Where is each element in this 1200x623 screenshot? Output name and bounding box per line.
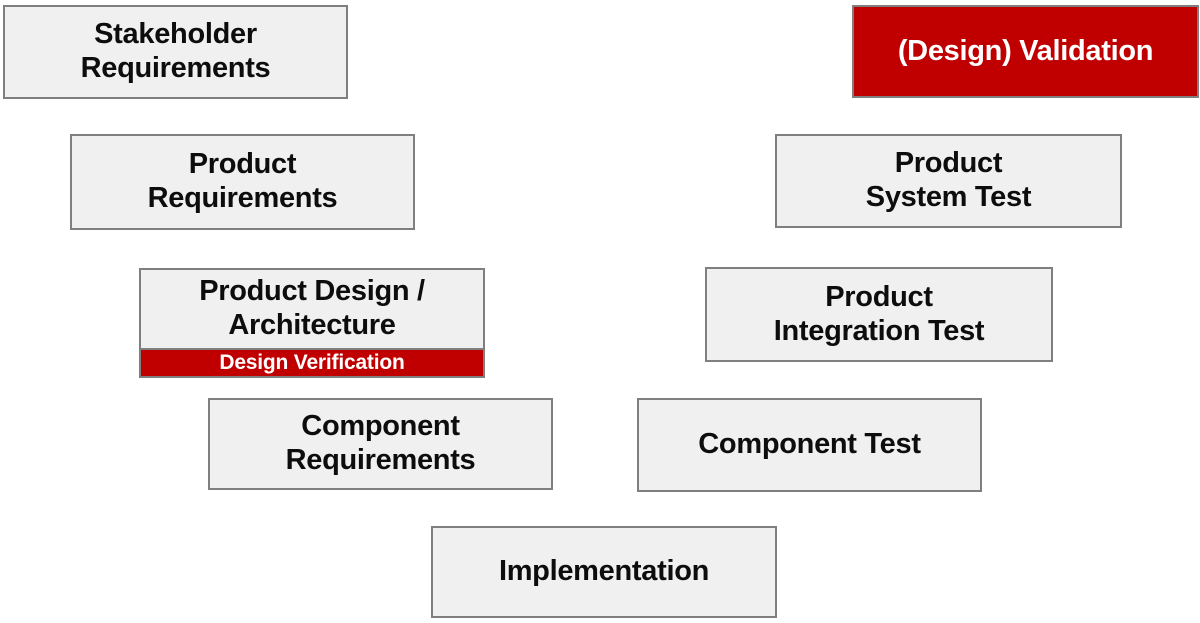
component-test-label: Component Test bbox=[698, 428, 921, 461]
box-component-test: Component Test bbox=[637, 398, 982, 492]
box-product-requirements: Product Requirements bbox=[70, 134, 415, 230]
design-verification-label: Design Verification bbox=[219, 351, 405, 374]
box-stakeholder-requirements: Stakeholder Requirements bbox=[3, 5, 348, 99]
product-system-test-label: Product System Test bbox=[865, 147, 1032, 213]
product-design-architecture-section: Product Design / Architecture bbox=[141, 270, 483, 348]
box-product-design-architecture: Product Design / Architecture Design Ver… bbox=[139, 268, 485, 378]
box-product-integration-test: Product Integration Test bbox=[705, 267, 1053, 362]
box-component-requirements: Component Requirements bbox=[208, 398, 553, 490]
box-design-validation: (Design) Validation bbox=[852, 5, 1199, 98]
product-design-architecture-label: Product Design / Architecture bbox=[199, 275, 425, 341]
stakeholder-requirements-label: Stakeholder Requirements bbox=[80, 18, 271, 84]
design-verification-strip: Design Verification bbox=[141, 348, 483, 376]
box-product-system-test: Product System Test bbox=[775, 134, 1122, 228]
design-validation-label: (Design) Validation bbox=[897, 34, 1154, 67]
implementation-label: Implementation bbox=[498, 555, 710, 588]
component-requirements-label: Component Requirements bbox=[285, 410, 476, 476]
product-requirements-label: Product Requirements bbox=[147, 148, 338, 214]
product-integration-test-label: Product Integration Test bbox=[773, 280, 985, 347]
box-implementation: Implementation bbox=[431, 526, 777, 618]
